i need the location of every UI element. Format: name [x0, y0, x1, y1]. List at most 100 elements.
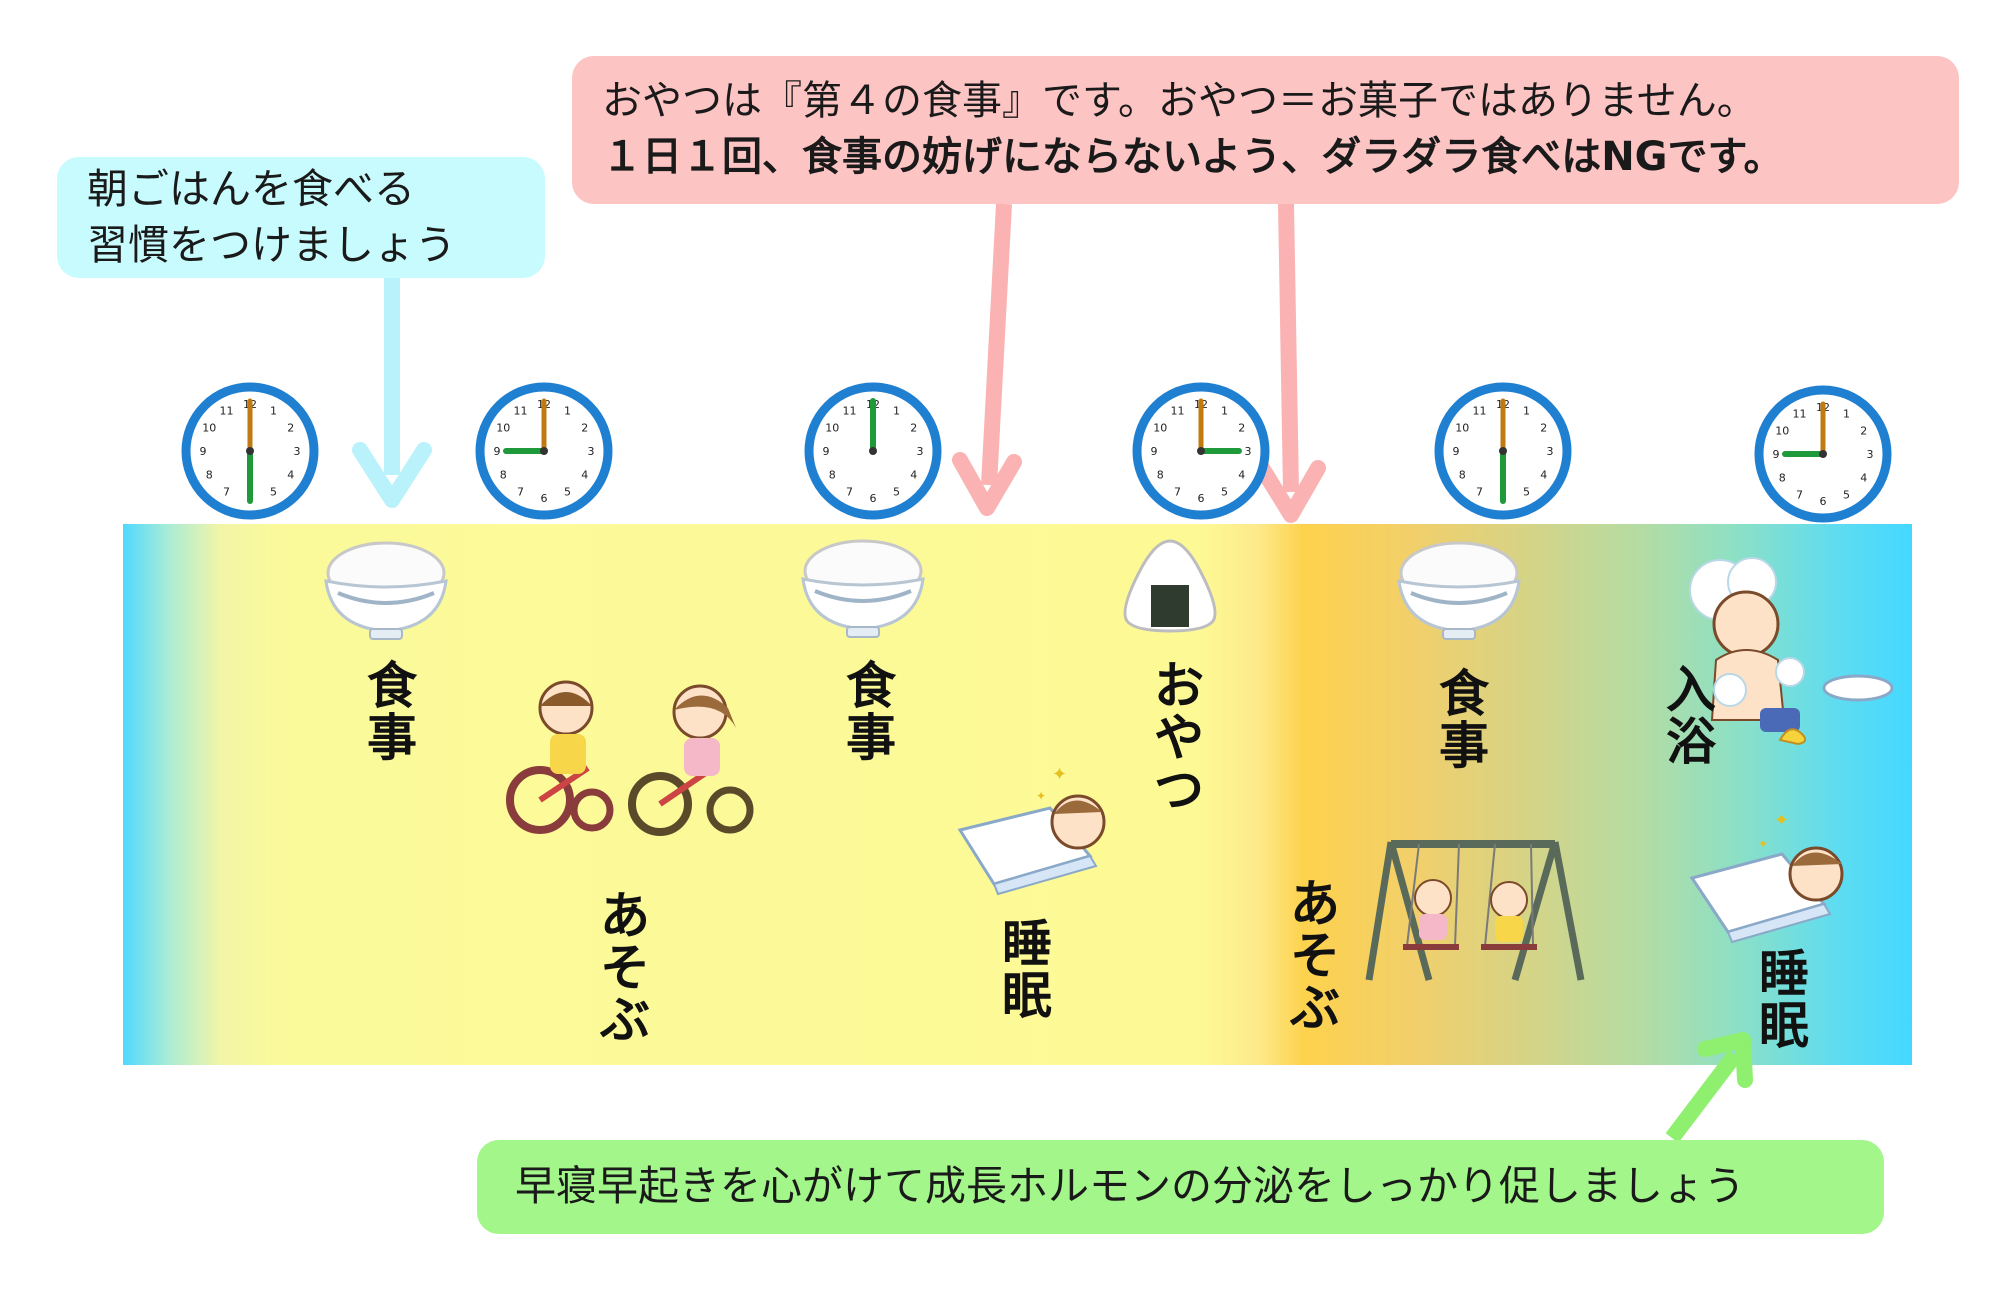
clock-numeral: 11 — [1171, 404, 1185, 417]
svg-text:✦: ✦ — [1758, 837, 1768, 851]
clock-numeral: 1 — [1843, 407, 1850, 420]
clock-numeral: 6 — [541, 492, 548, 505]
activity-label-play-afternoon: あそぶ — [1290, 875, 1340, 1037]
clock-numeral: 1 — [270, 404, 277, 417]
clock-numeral: 2 — [1238, 422, 1245, 435]
clock-numeral: 10 — [1153, 422, 1167, 435]
clock-numeral: 8 — [1157, 469, 1164, 482]
clock-numeral: 11 — [843, 404, 857, 417]
clock-numeral: 10 — [1775, 425, 1789, 438]
clock-numeral: 11 — [514, 404, 528, 417]
snack-callout-line2: １日１回、食事の妨げにならないよう、ダラダラ食べはNGです。 — [602, 134, 1784, 180]
clock-numeral: 3 — [294, 445, 301, 458]
clock-numeral: 4 — [581, 469, 588, 482]
clock-numeral: 11 — [1473, 404, 1487, 417]
clock-numeral: 5 — [270, 486, 277, 499]
clock-numeral: 10 — [1455, 422, 1469, 435]
activity-label-meal-noon: 食事 — [846, 657, 896, 767]
clock-numeral: 5 — [1221, 486, 1228, 499]
onigiri-icon — [1123, 539, 1217, 633]
tricycle-kids-icon — [506, 680, 754, 836]
clock-numeral: 9 — [494, 445, 501, 458]
rice-bowl-icon — [801, 539, 925, 638]
snack-callout: おやつは『第４の食事』です。おやつ＝お菓子ではありません。 １日１回、食事の妨げ… — [572, 56, 1959, 204]
sleep-callout: 早寝早起きを心がけて成長ホルモンの分泌をしっかり促しましょう — [477, 1140, 1884, 1234]
activity-label-nap: 睡眠 — [1002, 915, 1052, 1025]
clock-numeral: 3 — [588, 445, 595, 458]
clock-numeral: 5 — [1523, 486, 1530, 499]
clock-numeral: 7 — [517, 486, 524, 499]
clock-numeral: 2 — [910, 422, 917, 435]
clock-numeral: 11 — [1793, 407, 1807, 420]
clock-numeral: 5 — [893, 486, 900, 499]
clock-numeral: 7 — [846, 486, 853, 499]
clock-numeral: 10 — [496, 422, 510, 435]
clock-numeral: 6 — [1198, 492, 1205, 505]
clock-numeral: 6 — [870, 492, 877, 505]
clock-numeral: 8 — [500, 469, 507, 482]
clock-numeral: 4 — [1540, 469, 1547, 482]
activity-label-play-morning: あそぶ — [600, 887, 650, 1049]
activity-label-sleep: 睡眠 — [1759, 945, 1809, 1055]
clock-numeral: 7 — [1174, 486, 1181, 499]
svg-text:✦: ✦ — [1774, 810, 1789, 831]
clock-numeral: 1 — [564, 404, 571, 417]
clock-numeral: 10 — [825, 422, 839, 435]
clock-numeral: 9 — [823, 445, 830, 458]
svg-text:✦: ✦ — [1036, 789, 1046, 803]
clock-numeral: 8 — [1459, 469, 1466, 482]
activity-label-snack: おやつ — [1154, 657, 1204, 819]
clock-numeral: 4 — [1860, 472, 1867, 485]
clock-numeral: 3 — [1867, 448, 1874, 461]
clock-numeral: 1 — [893, 404, 900, 417]
clock-numeral: 3 — [1245, 445, 1252, 458]
activity-label-meal-morning: 食事 — [367, 657, 417, 767]
clock-numeral: 4 — [287, 469, 294, 482]
clock-numeral: 7 — [1796, 489, 1803, 502]
clock-numeral: 7 — [1476, 486, 1483, 499]
sleep-callout-text: 早寝早起きを心がけて成長ホルモンの分泌をしっかり促しましょう — [515, 1162, 1745, 1210]
clock-numeral: 8 — [206, 469, 213, 482]
clock-numeral: 9 — [1151, 445, 1158, 458]
clock-numeral: 9 — [1453, 445, 1460, 458]
breakfast-callout-line2: 習慣をつけましょう — [87, 221, 456, 269]
clock-numeral: 7 — [223, 486, 230, 499]
clock-numeral: 8 — [829, 469, 836, 482]
sleeping-child-icon: ✦ ✦ — [1689, 810, 1844, 944]
rice-bowl-icon — [324, 541, 448, 640]
clock-numeral: 9 — [200, 445, 207, 458]
clock-numeral: 9 — [1773, 448, 1780, 461]
clock-numeral: 3 — [917, 445, 924, 458]
clock-numeral: 11 — [220, 404, 234, 417]
snack-callout-line1: おやつは『第４の食事』です。おやつ＝お菓子ではありません。 — [602, 78, 1757, 124]
clock-numeral: 2 — [1860, 425, 1867, 438]
clock-numeral: 4 — [1238, 469, 1245, 482]
clock-numeral: 5 — [1843, 489, 1850, 502]
clock-numeral: 10 — [202, 422, 216, 435]
breakfast-callout-line1: 朝ごはんを食べる — [87, 165, 415, 213]
bathing-child-icon — [1689, 557, 1894, 746]
clock-numeral: 1 — [1523, 404, 1530, 417]
clock-numeral: 8 — [1779, 472, 1786, 485]
rice-bowl-icon — [1397, 541, 1521, 640]
swing-kids-icon — [1365, 840, 1585, 981]
clock-numeral: 1 — [1221, 404, 1228, 417]
breakfast-callout: 朝ごはんを食べる 習慣をつけましょう — [57, 157, 545, 278]
clock-numeral: 6 — [1820, 495, 1827, 508]
napping-child-icon: ✦ ✦ — [957, 764, 1106, 896]
clock-numeral: 4 — [910, 469, 917, 482]
clock-numeral: 3 — [1547, 445, 1554, 458]
activity-label-meal-evening: 食事 — [1439, 665, 1489, 775]
clock-numeral: 2 — [1540, 422, 1547, 435]
activity-label-bath: 入浴 — [1666, 661, 1716, 771]
